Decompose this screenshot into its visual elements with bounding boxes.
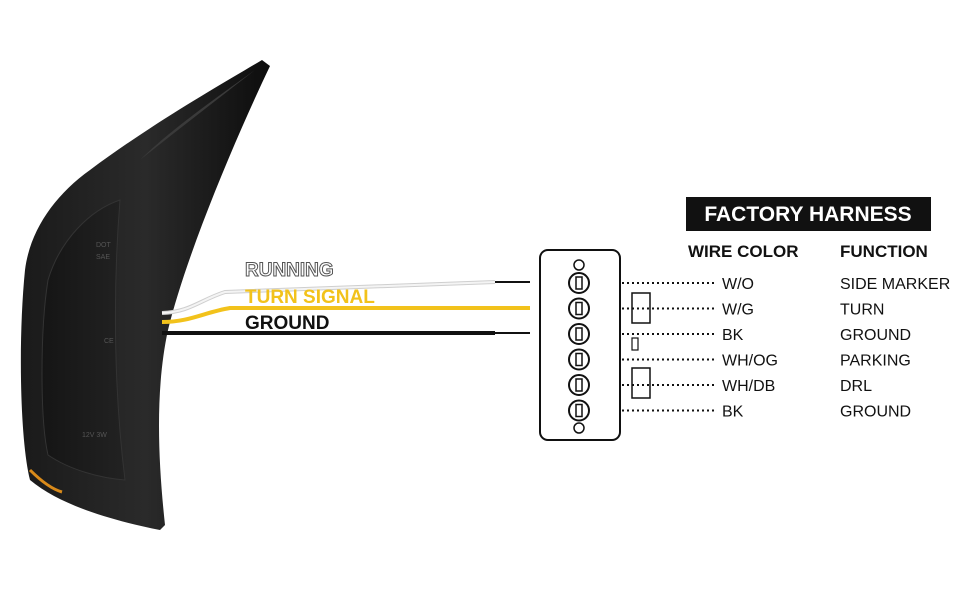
wire-color-cell: WH/OG <box>722 353 778 370</box>
function-cell: SIDE MARKER <box>840 276 950 293</box>
connector-pin <box>568 323 590 345</box>
lamp-wires <box>161 280 530 335</box>
function-cell: PARKING <box>840 353 911 370</box>
lamp-marking-ce: CE <box>104 338 114 345</box>
turn-signal-label: TURN SIGNAL <box>245 287 375 308</box>
lamp-marking-sae: SAE <box>96 254 110 261</box>
connector-pin <box>568 297 590 320</box>
function-header: FUNCTION <box>840 242 928 261</box>
function-cell: GROUND <box>840 404 911 421</box>
running-label: RUNNING <box>245 260 334 281</box>
wire-color-cell: WH/DB <box>722 378 775 395</box>
harness-title: FACTORY HARNESS <box>704 203 911 226</box>
function-cell: DRL <box>840 378 872 395</box>
factory-harness-table: FACTORY HARNESS WIRE COLOR FUNCTION W/O S… <box>622 197 950 421</box>
wire-color-cell: BK <box>722 327 744 344</box>
connector-pin <box>568 374 590 396</box>
wire-color-cell: W/G <box>722 302 754 319</box>
function-cell: TURN <box>840 302 884 319</box>
connector-pin <box>568 348 590 371</box>
connector-pin <box>568 272 590 294</box>
lamp-marking-voltage: 12V 3W <box>82 432 107 439</box>
side-marker-lamp: DOT SAE CE 12V 3W <box>20 60 270 530</box>
connector-pin <box>568 399 590 422</box>
wire-color-cell: W/O <box>722 276 754 293</box>
wire-color-cell: BK <box>722 404 744 421</box>
lamp-marking-dot: DOT <box>96 242 112 249</box>
turn-signal-wire <box>161 306 530 324</box>
ground-label: GROUND <box>245 313 329 334</box>
function-cell: GROUND <box>840 327 911 344</box>
harness-title-bar <box>686 197 931 231</box>
wire-color-header: WIRE COLOR <box>688 242 799 261</box>
harness-connector <box>539 249 621 441</box>
